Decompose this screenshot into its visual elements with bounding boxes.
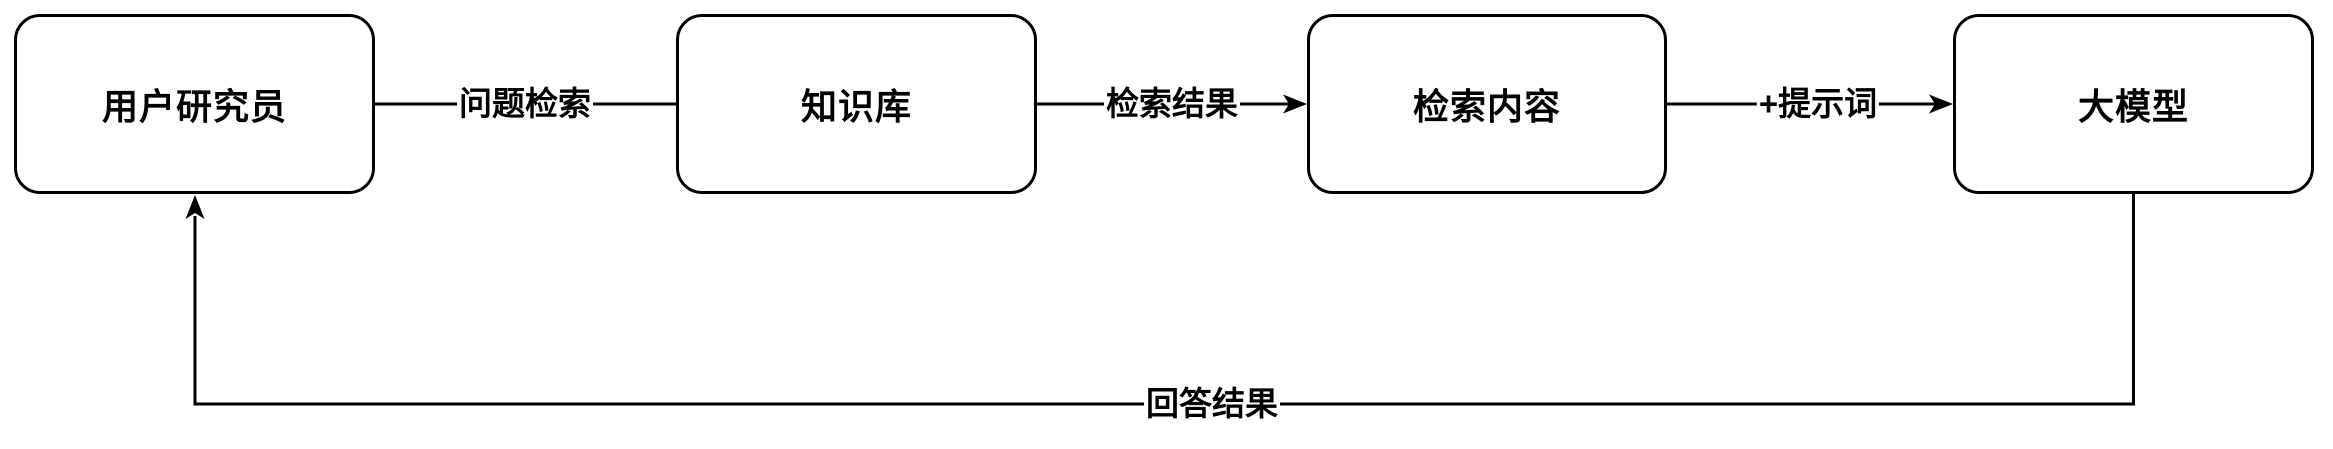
node-retrieved-content-label: 检索内容 — [1412, 86, 1561, 127]
arrowhead-right-plus-prompt-icon — [1929, 94, 1953, 114]
edge-label-question-retrieval: 问题检索 — [457, 84, 593, 123]
node-retrieved-content: 检索内容 — [1307, 14, 1667, 194]
edge-label-answer-result: 回答结果 — [1144, 384, 1280, 423]
edge-label-retrieval-result: 检索结果 — [1104, 84, 1240, 123]
node-knowledge-base-label: 知识库 — [800, 86, 912, 127]
node-large-model: 大模型 — [1953, 14, 2314, 194]
arrowhead-right-retrieval-result-icon — [1283, 94, 1307, 114]
arrowhead-up-answer-result-icon — [185, 195, 205, 219]
edge-label-plus-prompt: +提示词 — [1756, 84, 1880, 123]
node-large-model-label: 大模型 — [2077, 86, 2189, 127]
node-user-researcher-label: 用户研究员 — [101, 86, 287, 127]
connector-answer-result — [193, 192, 2135, 406]
node-user-researcher: 用户研究员 — [14, 14, 375, 194]
node-knowledge-base: 知识库 — [676, 14, 1037, 194]
